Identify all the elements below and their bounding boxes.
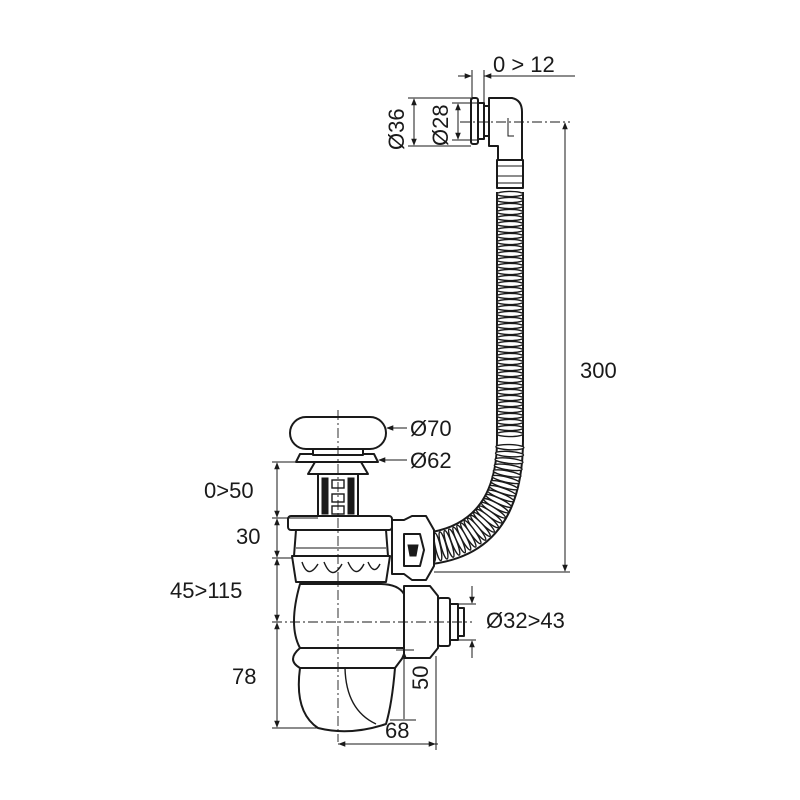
- hose-rib: [496, 214, 524, 222]
- label-diameter-62: Ø62: [410, 448, 452, 473]
- hose-rib: [496, 304, 524, 312]
- hose-rib: [496, 316, 524, 324]
- hose-rib: [496, 208, 524, 216]
- waste-body: [287, 515, 435, 583]
- hose-rib: [494, 450, 525, 458]
- hose-rib: [496, 394, 524, 402]
- hose-rib: [496, 388, 524, 396]
- hose-rib: [496, 244, 524, 252]
- hose-rib: [496, 322, 524, 330]
- hose-rib: [496, 358, 524, 366]
- hose-rib: [496, 298, 524, 306]
- hose-rib: [496, 256, 524, 264]
- hose-rib: [496, 334, 524, 342]
- hose-rib: [496, 196, 524, 204]
- label-diameter-70: Ø70: [410, 416, 452, 441]
- hose-rib: [496, 430, 524, 438]
- hose-rib: [496, 202, 524, 210]
- hose-rib: [496, 352, 524, 360]
- hose-rib: [496, 370, 524, 378]
- hose-rib: [496, 226, 524, 234]
- hose-rib: [496, 340, 524, 348]
- overflow-head: [470, 97, 524, 189]
- hose-rib: [496, 220, 524, 228]
- hose-rib: [496, 412, 524, 420]
- label-hose-length: 300: [580, 358, 617, 383]
- hose-rib: [496, 292, 524, 300]
- label-diameter-28: Ø28: [428, 104, 453, 146]
- hose-rib: [496, 406, 524, 414]
- bottle-trap: [292, 583, 465, 733]
- hose-rib: [496, 262, 524, 270]
- hose-rib: [496, 250, 524, 258]
- label-body-30: 30: [236, 524, 260, 549]
- hose-rib: [496, 268, 524, 276]
- hose-rib: [495, 443, 525, 451]
- hose-rib: [492, 469, 522, 478]
- hose-rib: [496, 280, 524, 288]
- label-trap-68: 68: [385, 718, 409, 743]
- hose-rib: [496, 418, 524, 426]
- hose-rib: [496, 376, 524, 384]
- corrugated-hose: [427, 190, 525, 565]
- hose-rib: [494, 457, 524, 465]
- hose-rib: [496, 310, 524, 318]
- label-diameter-36: Ø36: [384, 108, 409, 150]
- hose-rib: [496, 190, 524, 198]
- hose-rib: [496, 424, 524, 432]
- label-hose-adjust: 0 > 12: [493, 52, 555, 77]
- hose-rib: [496, 346, 524, 354]
- center-lines: [272, 121, 570, 742]
- hose-rib: [496, 400, 524, 408]
- hose-rib: [496, 382, 524, 390]
- label-height-range: 45>115: [170, 578, 242, 603]
- hose-rib: [496, 238, 524, 246]
- label-plug-travel: 0>50: [204, 478, 254, 503]
- label-trap-50: 50: [408, 666, 433, 690]
- hose-rib: [496, 286, 524, 294]
- hose-rib: [496, 274, 524, 282]
- dimension-lines: [272, 70, 575, 750]
- hose-rib: [496, 232, 524, 240]
- hose-rib: [496, 328, 524, 336]
- label-outlet-diameter: Ø32>43: [486, 608, 565, 633]
- hose-rib: [496, 364, 524, 372]
- label-trap-78: 78: [232, 664, 256, 689]
- hose-rib: [493, 463, 523, 472]
